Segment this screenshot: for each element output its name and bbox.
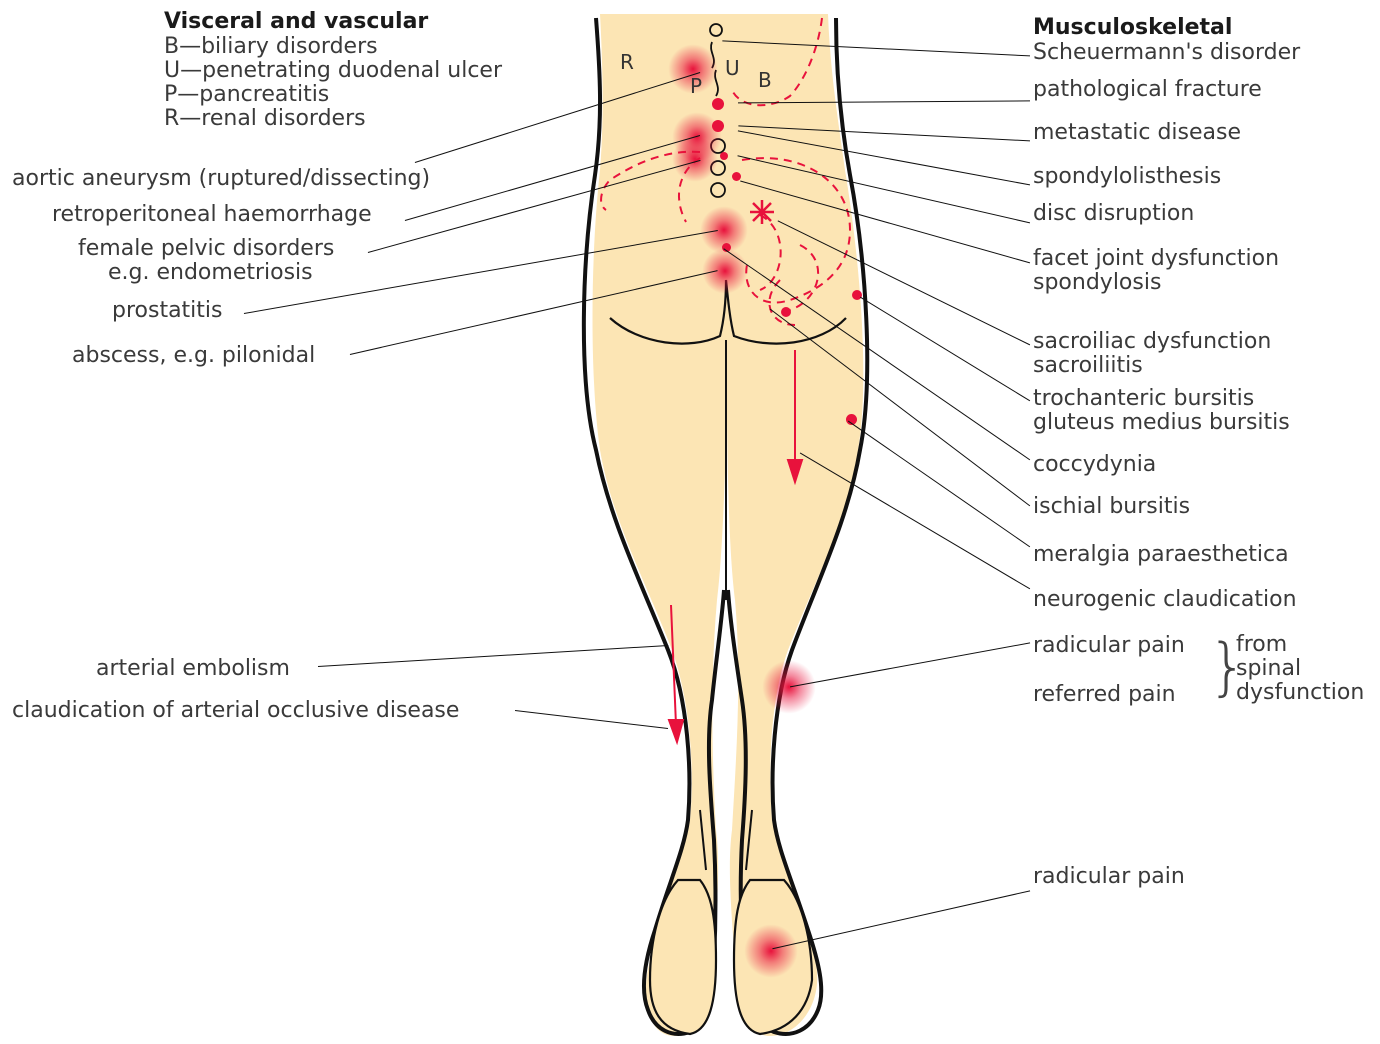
visceral-item-renal: R—renal disorders (164, 107, 366, 131)
label-retroperitoneal-haemorrhage: retroperitoneal haemorrhage (52, 203, 372, 227)
label-claudication-arterial: claudication of arterial occlusive disea… (12, 699, 459, 723)
left-foot (650, 880, 716, 1034)
bracket-spinal: spinal (1236, 657, 1301, 681)
label-coccydynia: coccydynia (1033, 453, 1156, 477)
label-pathological-fracture: pathological fracture (1033, 78, 1262, 102)
body-letter-p: P (690, 74, 702, 98)
body-letter-u: U (725, 56, 740, 80)
visceral-header: Visceral and vascular (164, 10, 428, 34)
label-radicular-pain-foot: radicular pain (1033, 865, 1185, 889)
label-arterial-embolism: arterial embolism (96, 657, 290, 681)
label-spondylosis: spondylosis (1033, 271, 1161, 295)
label-abscess: abscess, e.g. pilonidal (72, 344, 315, 368)
label-metastatic-disease: metastatic disease (1033, 121, 1241, 145)
label-referred-pain: referred pain (1033, 683, 1176, 707)
label-ischial-bursitis: ischial bursitis (1033, 495, 1190, 519)
bracket-from: from (1236, 633, 1287, 657)
body-letter-b: B (758, 68, 772, 92)
label-neurogenic-claudication: neurogenic claudication (1033, 588, 1297, 612)
visceral-item-biliary: B—biliary disorders (164, 35, 378, 59)
label-trochanteric-bursitis: trochanteric bursitis (1033, 387, 1254, 411)
label-sacroiliac-dysfunction: sacroiliac dysfunction (1033, 330, 1271, 354)
bracket-dysfunction: dysfunction (1236, 681, 1364, 705)
body-letter-r: R (620, 50, 634, 74)
label-disc-disruption: disc disruption (1033, 202, 1194, 226)
visceral-item-pancreatitis: P—pancreatitis (164, 83, 329, 107)
label-radicular-pain-leg: radicular pain (1033, 634, 1185, 658)
label-sacroiliitis: sacroiliitis (1033, 354, 1143, 378)
label-meralgia-paraesthetica: meralgia paraesthetica (1033, 543, 1289, 567)
musculoskeletal-header: Musculoskeletal (1033, 16, 1232, 40)
label-facet-joint: facet joint dysfunction (1033, 247, 1279, 271)
visceral-item-ulcer: U—penetrating duodenal ulcer (164, 59, 502, 83)
label-aortic-aneurysm: aortic aneurysm (ruptured/dissecting) (12, 167, 430, 191)
starburst-icon (750, 200, 774, 224)
label-female-pelvic-disorders: female pelvic disorders (78, 237, 334, 261)
label-spondylolisthesis: spondylolisthesis (1033, 165, 1221, 189)
label-gluteus-medius-bursitis: gluteus medius bursitis (1033, 411, 1290, 435)
body-silhouette (593, 14, 864, 1036)
label-endometriosis: e.g. endometriosis (108, 261, 313, 285)
label-scheuermann: Scheuermann's disorder (1033, 41, 1300, 65)
label-prostatitis: prostatitis (112, 299, 223, 323)
